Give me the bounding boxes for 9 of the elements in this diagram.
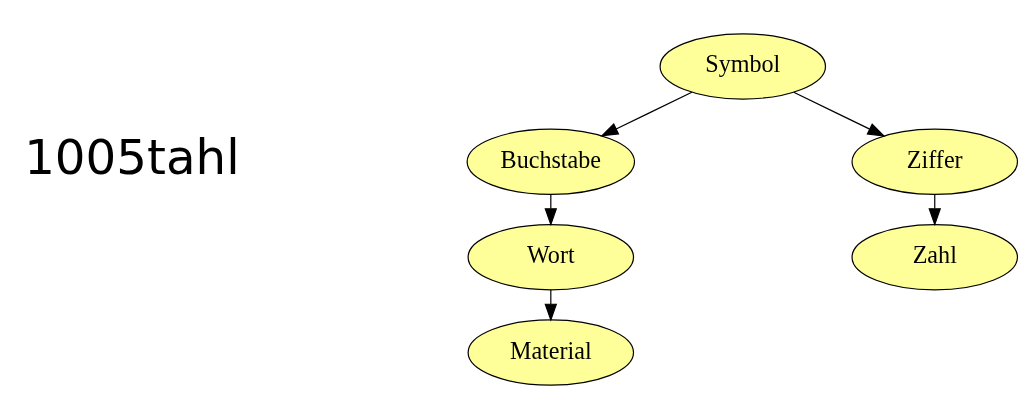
node-ellipse: Ziffer [851, 128, 1019, 195]
node-ellipse: Buchstabe [466, 128, 636, 195]
node-ellipse: Material [467, 319, 635, 386]
arrow [793, 91, 886, 137]
node-ellipse: Zahl [851, 224, 1019, 291]
label: 1005tahl [24, 128, 240, 185]
node-ellipse: Symbol [659, 33, 827, 100]
node-ellipse: Wort [467, 224, 635, 291]
arrow [600, 91, 693, 137]
